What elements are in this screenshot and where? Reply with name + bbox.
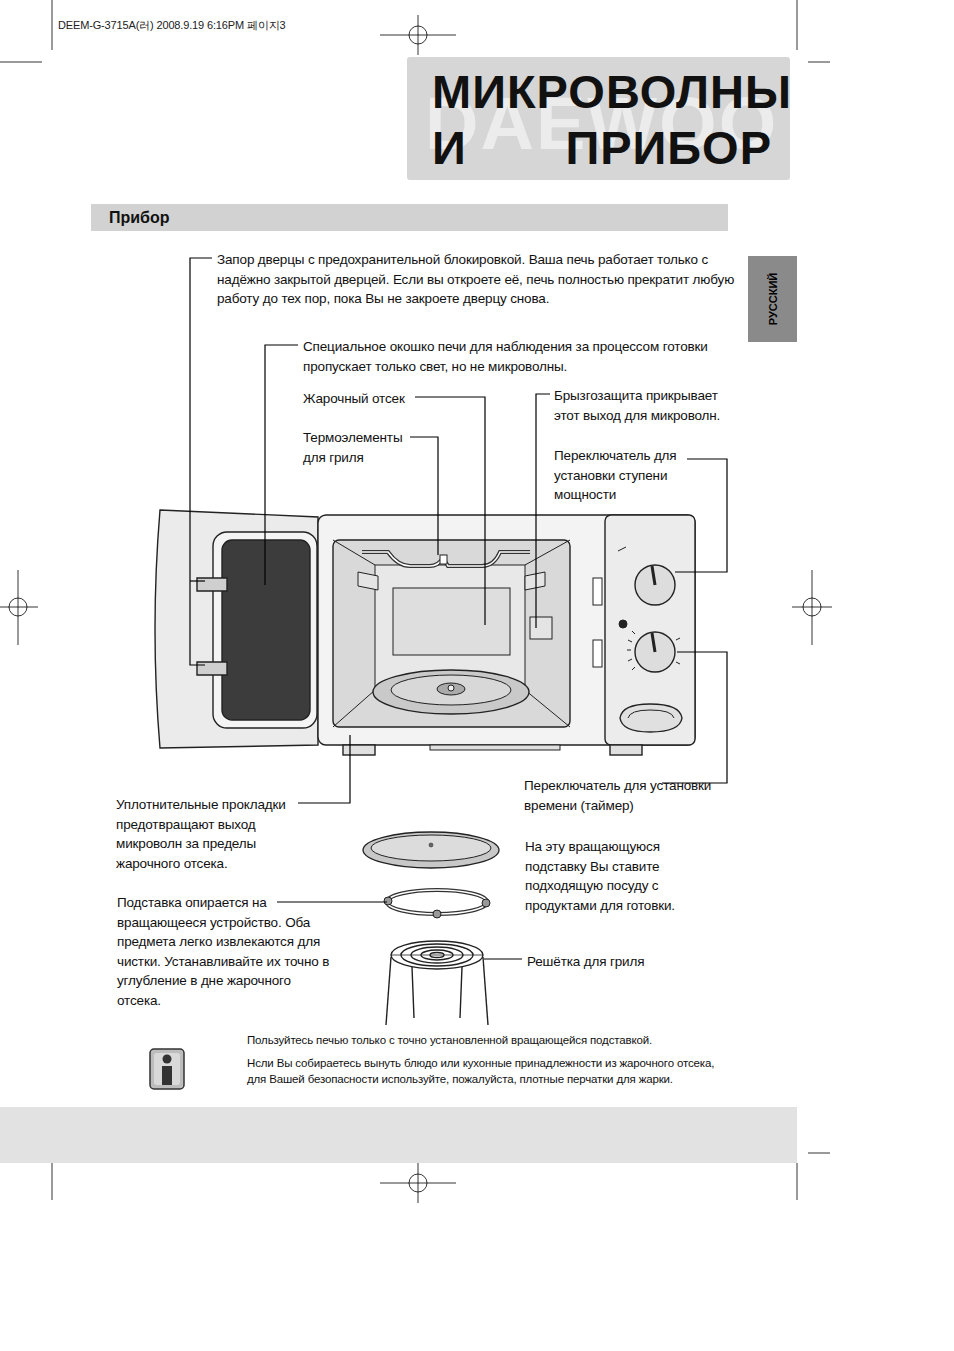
callout-text: Специальное окошко печи для наблюдения з… (303, 337, 731, 376)
callout-text: Уплотнительные прокладки предотвращают в… (116, 795, 296, 873)
page-title: МИКРОВОЛНЫ И ПРИБОР (432, 64, 772, 176)
note-text: Нсли Вы собираетесь вынуть блюдо или кух… (247, 1055, 727, 1087)
crop-marks (0, 0, 832, 1203)
info-icon (150, 1049, 184, 1089)
language-tab: РУССКИЙ (748, 256, 797, 342)
print-slug: DEEM-G-3715A(러) 2008.9.19 6:16PM 페이지3 (58, 18, 358, 32)
callout-text: Переключатель для установки ступени мощн… (554, 446, 686, 505)
callout-text: Жарочный отсек (303, 389, 418, 409)
callout-text: Термоэлементы для гриля (303, 428, 413, 467)
turntable-tray (363, 832, 499, 868)
callout-text: Подставка опирается на вращающееся устро… (117, 893, 335, 1010)
footer-band (0, 1107, 797, 1163)
title-panel (407, 57, 790, 180)
callout-text: Запор дверцы с предохранительной блокиро… (217, 250, 737, 309)
roller-ring (384, 890, 490, 918)
callout-text: Брызгозащита прикрывает этот выход для м… (554, 386, 739, 425)
callout-text: Решётка для гриля (527, 952, 687, 972)
callout-text: На эту вращающуюся подставку Вы ставите … (525, 837, 710, 915)
microwave-illustration (155, 510, 695, 755)
grill-rack (386, 941, 488, 1025)
callout-text: Переключатель для установки времени (тай… (524, 776, 724, 815)
note-text: Пользуйтесь печью только с точно установ… (247, 1032, 727, 1048)
node-text: РУССКИЙ (767, 273, 779, 325)
node-text: Прибор (109, 209, 170, 227)
section-band: Прибор (91, 204, 728, 231)
